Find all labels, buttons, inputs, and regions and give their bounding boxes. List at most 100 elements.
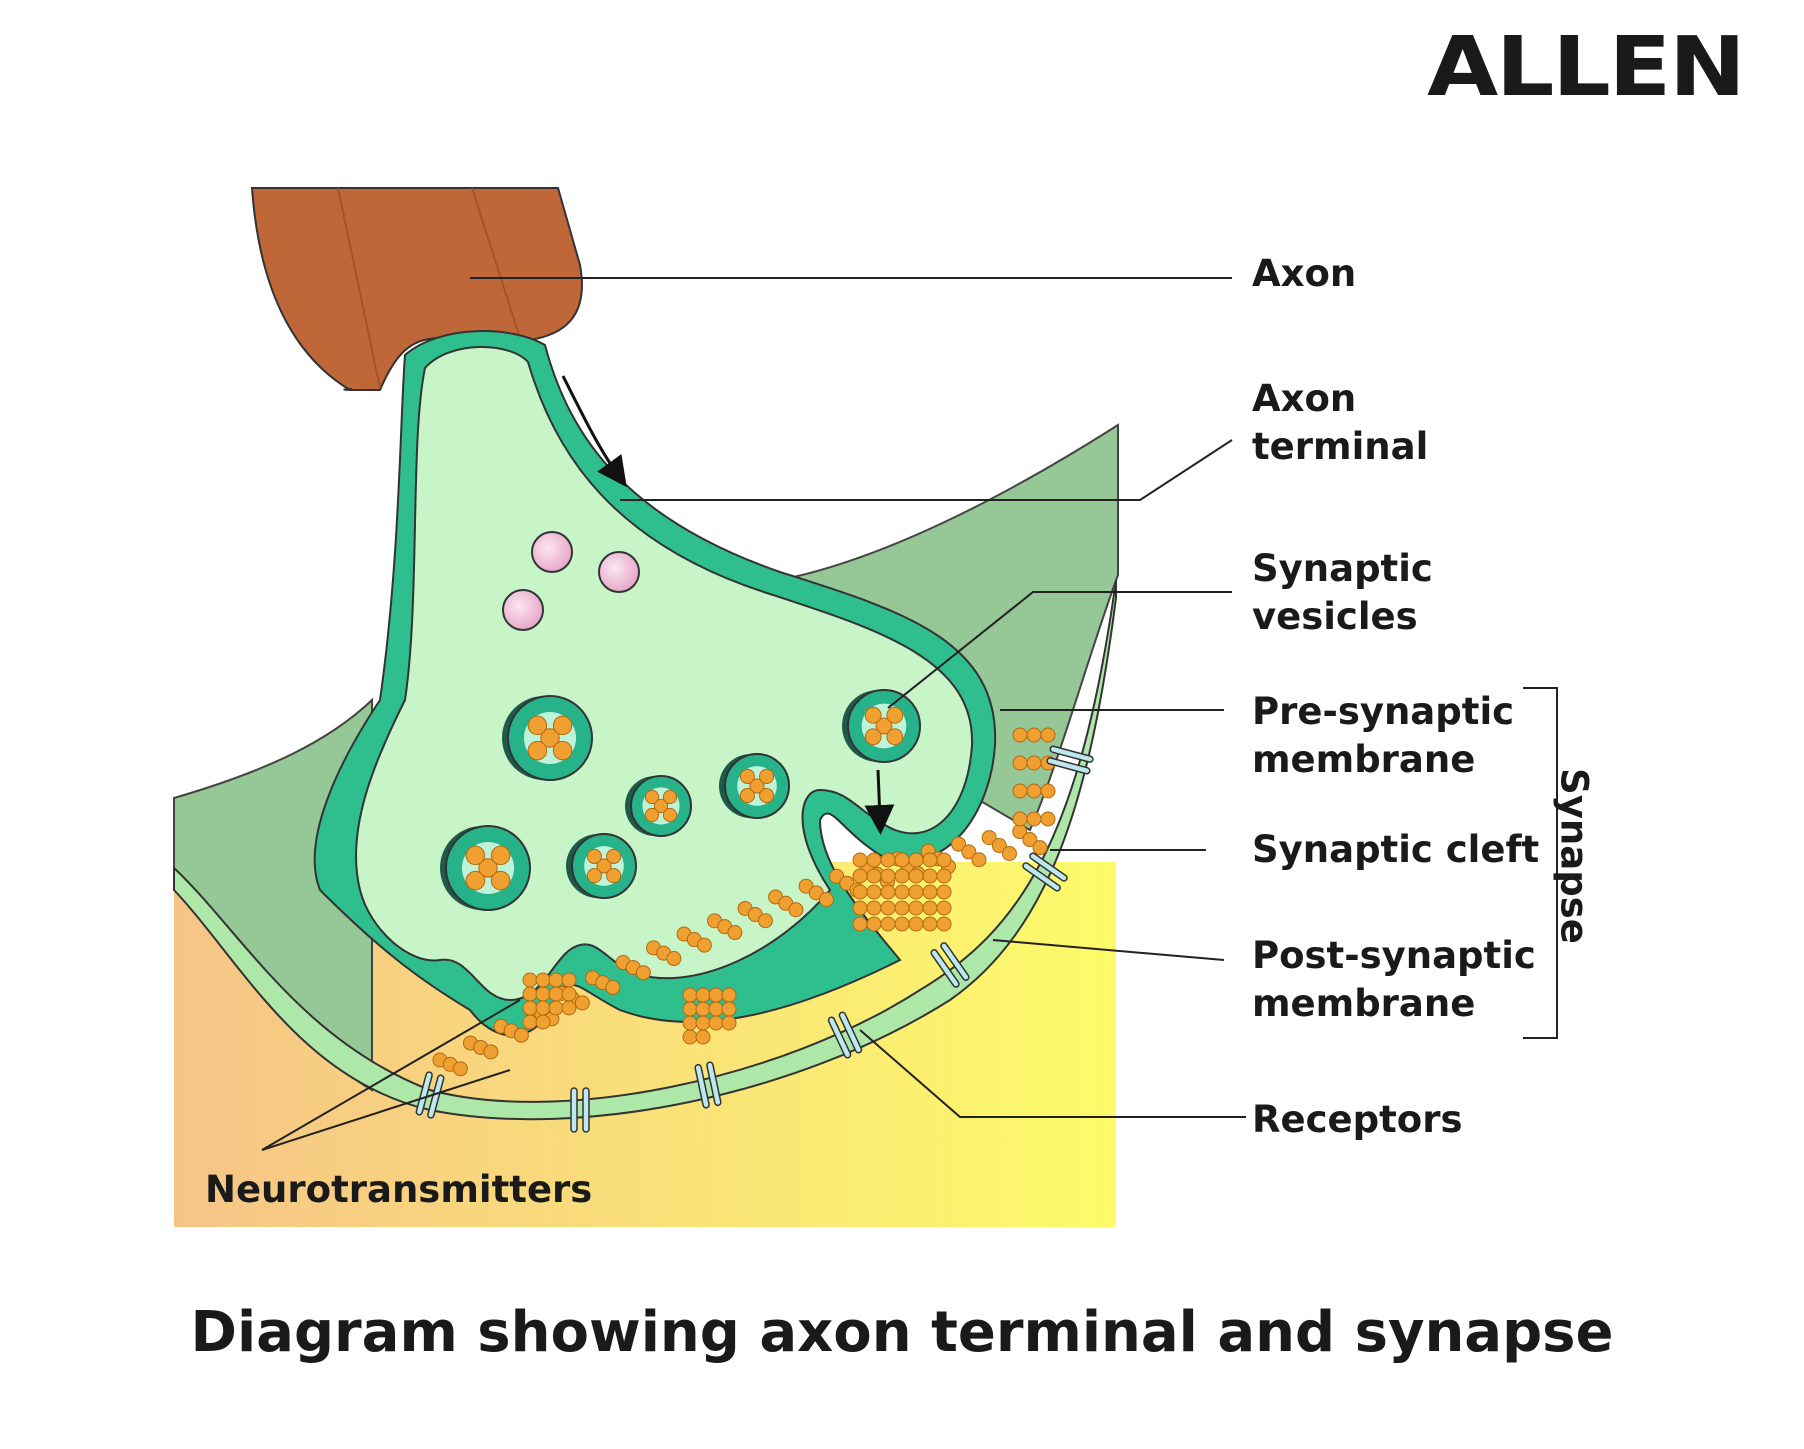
neurotransmitter [548, 1000, 564, 1016]
neurotransmitter [866, 884, 882, 900]
neurotransmitter [852, 868, 868, 884]
neurotransmitter [666, 951, 682, 967]
receptor [827, 1011, 863, 1059]
neurotransmitter [866, 852, 882, 868]
neurotransmitter [635, 965, 651, 981]
neurotransmitter [894, 916, 910, 932]
receptors [415, 745, 1094, 1133]
neurotransmitter [880, 852, 896, 868]
label-synaptic-cleft: Synaptic cleft [1252, 828, 1540, 871]
neurotransmitter [908, 852, 924, 868]
neurotransmitter [561, 972, 577, 988]
neurotransmitter [522, 1014, 538, 1030]
neurotransmitter [561, 1000, 577, 1016]
synaptic-vesicle [625, 775, 692, 837]
synaptic-vesicle [842, 689, 921, 763]
neurotransmitter [852, 884, 868, 900]
pink-vesicle [598, 551, 640, 593]
neurotransmitter [852, 900, 868, 916]
neurotransmitter [1026, 727, 1042, 743]
label-synapse: Synapse [1552, 768, 1596, 944]
neurotransmitter [922, 916, 938, 932]
neurotransmitter [880, 900, 896, 916]
neurotransmitter [936, 916, 952, 932]
label-neurotransmitters: Neurotransmitters [205, 1168, 593, 1211]
neurotransmitter [708, 1001, 724, 1017]
neurotransmitter [908, 884, 924, 900]
synaptic-vesicles [440, 689, 921, 911]
neurotransmitter [922, 884, 938, 900]
neurotransmitter [721, 987, 737, 1003]
leader-lines [261, 277, 1558, 1151]
neurotransmitter [513, 1027, 529, 1043]
neurotransmitter [682, 1015, 698, 1031]
neurotransmitter [1012, 755, 1028, 771]
neurotransmitter [1022, 832, 1038, 848]
neurotransmitter [788, 902, 804, 918]
neurotransmitter [936, 852, 952, 868]
caption: Diagram showing axon terminal and synaps… [190, 1300, 1614, 1365]
pink-vesicle [531, 531, 573, 573]
neurotransmitter [991, 838, 1007, 854]
neurotransmitter [894, 852, 910, 868]
receptor [1046, 745, 1094, 775]
neurotransmitter [522, 972, 538, 988]
neurotransmitter [561, 986, 577, 1002]
label-axon: Axon [1252, 252, 1357, 295]
neurotransmitter [951, 836, 967, 852]
neurotransmitter [1026, 811, 1042, 827]
neurotransmitter [695, 1029, 711, 1045]
neurotransmitter [880, 916, 896, 932]
neurotransmitter [708, 987, 724, 1003]
neurotransmitter [1001, 846, 1017, 862]
neurotransmitter [908, 868, 924, 884]
logo: ALLEN [1427, 20, 1746, 115]
neurotransmitter [894, 868, 910, 884]
neurotransmitter [1032, 840, 1048, 856]
receptor [694, 1061, 722, 1109]
neurotransmitter [535, 986, 551, 1002]
neurotransmitter [818, 892, 834, 908]
neurotransmitter [682, 1001, 698, 1017]
pink-vesicle [502, 589, 544, 631]
neurotransmitter [483, 1044, 499, 1060]
neurotransmitter [721, 1001, 737, 1017]
signal-arrow [561, 375, 627, 488]
receptor [415, 1071, 445, 1119]
neurotransmitter [1040, 811, 1056, 827]
neurotransmitter [721, 1015, 737, 1031]
neurotransmitter [922, 900, 938, 916]
neurotransmitter [548, 972, 564, 988]
neurotransmitter [535, 1000, 551, 1016]
neurotransmitter [908, 916, 924, 932]
neurotransmitter [894, 884, 910, 900]
neurotransmitter [852, 852, 868, 868]
neurotransmitter [522, 986, 538, 1002]
neurotransmitter [708, 1015, 724, 1031]
synaptic-vesicle [502, 695, 593, 781]
receptor [1022, 852, 1068, 892]
neurotransmitter [695, 987, 711, 1003]
synaptic-vesicle [719, 753, 790, 819]
neurotransmitter [852, 916, 868, 932]
neurotransmitter [605, 980, 621, 996]
synaptic-vesicle [566, 833, 637, 899]
neurotransmitter [1012, 783, 1028, 799]
neurotransmitter [1026, 783, 1042, 799]
neurotransmitter [922, 868, 938, 884]
neurotransmitter [696, 937, 712, 953]
neurotransmitters [432, 727, 1056, 1077]
neurotransmitter [695, 1015, 711, 1031]
neurotransmitter [548, 986, 564, 1002]
axon [250, 187, 583, 392]
neurotransmitter [961, 844, 977, 860]
neurotransmitter [1012, 811, 1028, 827]
label-receptors: Receptors [1252, 1098, 1463, 1141]
receptor [930, 942, 970, 988]
release-arrow [864, 769, 895, 835]
neurotransmitter [535, 972, 551, 988]
